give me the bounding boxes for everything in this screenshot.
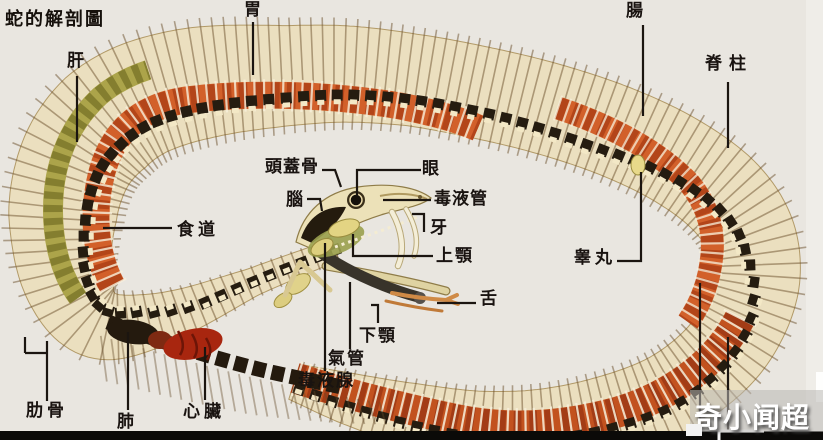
label-venom-gland: 毒液腺	[298, 371, 355, 391]
label-intestine: 腸	[626, 1, 644, 21]
leader-upper-jaw	[351, 234, 433, 258]
label-lung: 肺	[117, 412, 135, 432]
label-tongue: 舌	[480, 289, 498, 309]
label-upper-jaw: 上顎	[436, 246, 474, 266]
watermark-chip	[686, 424, 702, 436]
label-testis: 睾丸	[574, 248, 616, 268]
trachea-tube	[314, 246, 424, 303]
label-trachea: 氣管	[328, 349, 366, 369]
label-ribs: 肋骨	[26, 401, 68, 421]
leader-lines	[23, 22, 730, 432]
leader-skull	[322, 168, 343, 188]
label-fang: 牙	[430, 218, 448, 238]
organ-liver	[43, 60, 152, 304]
organ-heart	[163, 328, 223, 361]
brain-art	[301, 206, 346, 243]
label-spinal-column: 脊柱	[705, 54, 753, 74]
label-skull: 頭蓋骨	[265, 157, 319, 177]
label-venom-duct: 毒液管	[434, 189, 488, 209]
leader-eye	[355, 168, 421, 196]
label-esophagus: 食道	[177, 220, 219, 240]
leader-fang	[412, 212, 426, 232]
testis-art	[630, 154, 646, 176]
label-brain: 腦	[286, 190, 304, 210]
watermark-background	[690, 390, 823, 432]
bottom-black-bar	[0, 431, 823, 440]
watermark-text: 奇小闻超	[694, 401, 811, 434]
label-liver: 肝	[67, 51, 85, 71]
leader-brain	[307, 197, 324, 212]
upper-teeth	[334, 214, 421, 249]
watermark-tick	[816, 372, 823, 402]
leader-lower-jaw	[371, 303, 380, 323]
label-eye: 眼	[422, 159, 440, 179]
leader-ribs	[23, 337, 49, 401]
paper-edge-strip	[806, 0, 823, 440]
label-heart: 心臟	[183, 402, 225, 422]
figure-title: 蛇的解剖圖	[5, 9, 105, 30]
label-lower-jaw: 下顎	[359, 326, 397, 346]
label-stomach: 胃	[244, 0, 262, 20]
leader-testis	[617, 172, 643, 263]
